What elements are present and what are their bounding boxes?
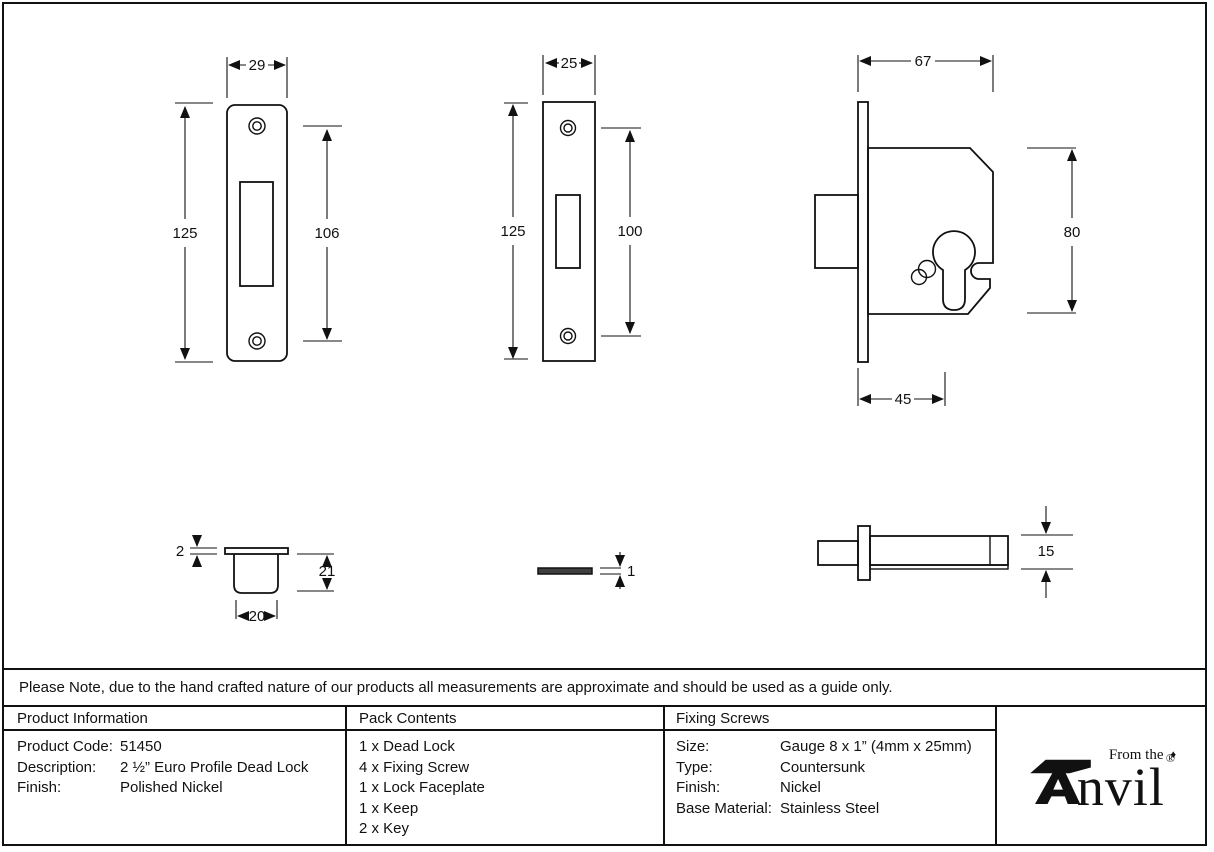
list-item: 1 x Keep (359, 799, 419, 817)
dim-label-height: 125 (500, 223, 525, 240)
dim-label-hole-spacing: 100 (617, 223, 642, 240)
table-row: Type: Countersunk (676, 758, 995, 779)
dim-label-width: 29 (249, 57, 266, 74)
spec-table-header: Product Information Pack Contents Fixing… (4, 707, 995, 731)
disclaimer-text: Please Note, due to the hand crafted nat… (19, 679, 893, 696)
dim-label-thickness: 1 (627, 563, 635, 580)
technical-drawings: 29 125 106 25 125 100 67 (172, 53, 1081, 625)
drawing-faceplate-edge: 1 (537, 552, 635, 589)
spec-table-body: Product Code: 51450 Description: 2 ½” Eu… (4, 731, 995, 846)
list-item: 2 x Key (359, 820, 410, 837)
drawing-lock-body-side: 67 80 45 (814, 53, 1081, 408)
row-value: Gauge 8 x 1” (4mm x 25mm) (780, 738, 972, 755)
dim-label-backset: 45 (895, 391, 912, 408)
list-item: 1 x Lock Faceplate (359, 779, 485, 796)
logo-prefix: From the (1108, 746, 1164, 763)
euro-cylinder-cutout (932, 230, 976, 311)
diamond-icon: ♦ (1170, 749, 1177, 761)
row-label: Product Code: (17, 738, 113, 755)
row-value: Stainless Steel (780, 799, 880, 817)
header-pack-contents: Pack Contents (347, 707, 665, 729)
fixing-screws-cell: Size: Gauge 8 x 1” (4mm x 25mm) Type: Co… (665, 731, 995, 846)
dim-label-depth: 21 (319, 563, 336, 580)
anvil-icon (1030, 759, 1091, 804)
dim-label-case-width: 67 (915, 53, 932, 70)
dim-label-bolt-height: 15 (1038, 543, 1055, 560)
table-row: Finish: Nickel (676, 778, 995, 799)
row-label: Size: (676, 738, 710, 755)
dim-label-width: 20 (249, 608, 266, 625)
drawing-bolt-side: 15 (817, 506, 1073, 598)
brand-logo-box: From the ♦ nvil® (995, 707, 1207, 846)
drawing-keep-section: 2 21 20 (176, 535, 336, 625)
dim-label-hole-spacing: 106 (314, 225, 339, 242)
row-value: 2 ½” Euro Profile Dead Lock (120, 758, 309, 776)
product-information-cell: Product Code: 51450 Description: 2 ½” Eu… (4, 731, 347, 846)
registered-mark: ® (1165, 750, 1177, 765)
row-label: Type: (676, 758, 713, 776)
dim-label-height: 125 (172, 225, 197, 242)
logo-name: nvil (1076, 756, 1165, 817)
from-the-anvil-logo: From the ♦ nvil® (1028, 746, 1177, 814)
row-label: Base Material: (676, 799, 772, 817)
table-row: Base Material: Stainless Steel (676, 799, 995, 820)
table-row: Finish: Polished Nickel (17, 778, 345, 799)
header-fixing-screws: Fixing Screws (676, 709, 770, 727)
disclaimer-note: Please Note, due to the hand crafted nat… (4, 668, 1207, 707)
dim-label-case-height: 80 (1064, 224, 1081, 241)
table-row: Size: Gauge 8 x 1” (4mm x 25mm) (676, 737, 995, 758)
dim-label-flange-thickness: 2 (176, 543, 184, 560)
list-item: 1 x Dead Lock (359, 738, 455, 755)
deadbolt (814, 194, 859, 269)
mechanism-cutout (917, 259, 937, 279)
drawing-faceplate-square: 25 125 100 (500, 55, 643, 362)
row-label: Description: (17, 758, 97, 776)
row-value: 51450 (120, 738, 162, 755)
pack-contents-cell: 1 x Dead Lock 4 x Fixing Screw 1 x Lock … (347, 731, 665, 846)
row-label: Finish: (17, 779, 62, 796)
table-row: Description: 2 ½” Euro Profile Dead Lock (17, 758, 345, 779)
row-value: Polished Nickel (120, 779, 223, 796)
row-value: Countersunk (780, 758, 866, 776)
row-value: Nickel (780, 779, 821, 796)
header-product-information: Product Information (4, 707, 347, 729)
table-row: Product Code: 51450 (17, 737, 345, 758)
drawing-faceplate-rounded: 29 125 106 (172, 57, 342, 363)
list-item: 4 x Fixing Screw (359, 758, 470, 776)
row-label: Finish: (676, 779, 721, 796)
dim-label-width: 25 (561, 55, 578, 72)
